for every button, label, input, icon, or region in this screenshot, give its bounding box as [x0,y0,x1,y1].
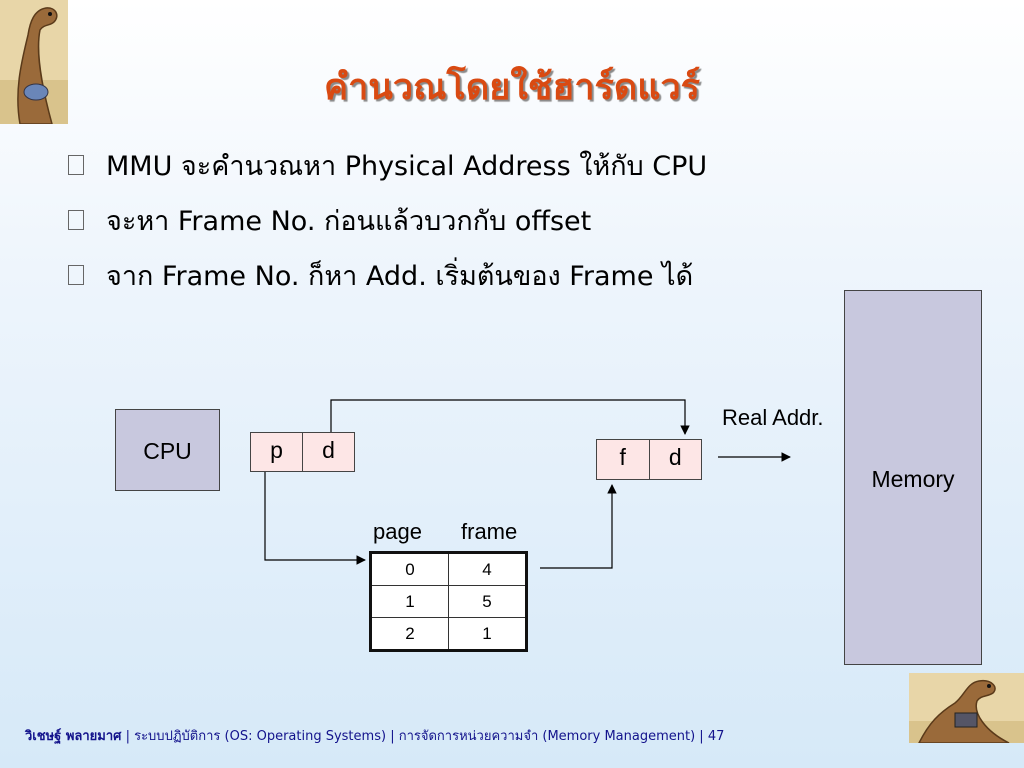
footer-page-number: 47 [707,729,725,744]
footer-course: ระบบปฏิบัติการ (OS: Operating Systems) [134,729,387,744]
dinosaur-reading-illustration [0,0,68,124]
bullet-box-icon [68,154,84,175]
dinosaur-laptop-illustration [909,673,1024,743]
frame-number-field: f [619,444,626,470]
logical-address-box: p d [250,432,355,472]
footer-topic: การจัดการหน่วยความจำ (Memory Management) [398,729,696,744]
offset-arrow [330,399,690,435]
frame-column-label: frame [461,519,518,544]
bullet-item: จาก Frame No. ก็หา Add. เริ่มต้นของ Fram… [68,255,707,310]
physical-address-box: f d [596,439,702,480]
bullet-box-icon [68,209,84,230]
frame-result-arrow [540,484,617,569]
bullet-item: จะหา Frame No. ก่อนแล้วบวกกับ offset [68,200,707,255]
real-address-label: Real Addr. [722,405,824,430]
bullet-list: MMU จะคำนวณหา Physical Address ให้กับ CP… [68,145,707,310]
bullet-item: MMU จะคำนวณหา Physical Address ให้กับ CP… [68,145,707,200]
page-number-field: p [270,437,283,463]
footer: วิเชษฐ์ พลายมาศ | ระบบปฏิบัติการ (OS: Op… [25,729,725,744]
slide-title: คำนวณโดยใช้ฮาร์ดแวร์ [324,67,700,108]
offset-field: d [302,433,354,471]
page-lookup-arrow [264,472,366,565]
offset-field: d [648,440,702,479]
bullet-box-icon [68,264,84,285]
footer-author: วิเชษฐ์ พลายมาศ [25,729,122,744]
memory-box: Memory [844,290,982,665]
cpu-box: CPU [115,409,220,491]
page-column-label: page [373,519,422,544]
